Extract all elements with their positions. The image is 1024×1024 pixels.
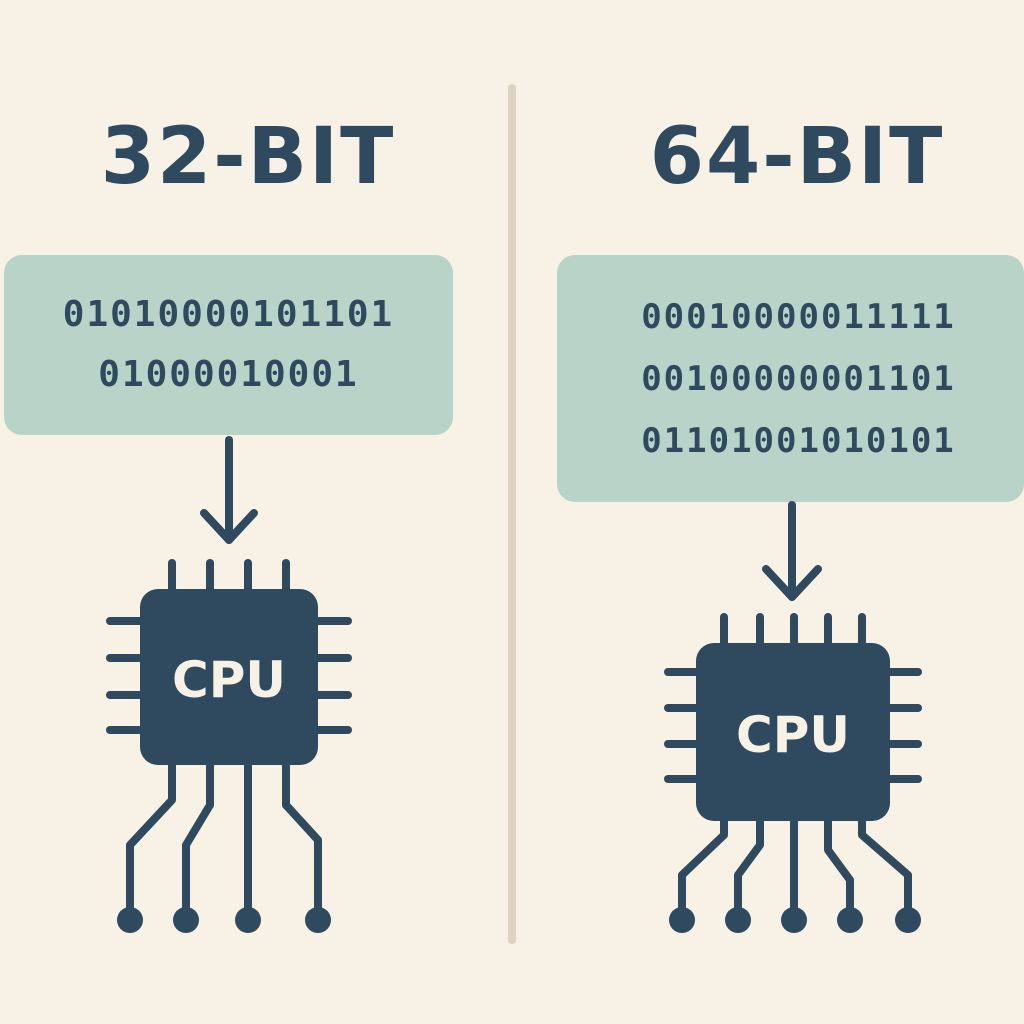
binary-line: 00010000011111 [641, 296, 956, 337]
binary-line: 00100000001101 [641, 358, 956, 399]
binary-box-32-bit: 01010000101101 01000010001 [4, 255, 453, 435]
cpu-chip-pins [664, 613, 922, 783]
cpu-chip-icon [696, 643, 890, 821]
title-64-bit: 64-BIT [649, 112, 945, 202]
trace-endpoints [117, 907, 331, 933]
title-32-bit: 32-BIT [100, 112, 396, 202]
cpu-chip-icon [140, 589, 318, 765]
trace-endpoints [669, 907, 921, 933]
binary-line: 01101001010101 [641, 420, 956, 461]
down-arrow-icon [200, 436, 258, 544]
down-arrow-icon [762, 501, 822, 601]
binary-box-64-bit: 00010000011111 00100000001101 0110100101… [557, 255, 1024, 502]
cpu-label: CPU [172, 651, 286, 709]
cpu-chip-pins [106, 559, 352, 734]
cpu-traces [678, 814, 912, 922]
panel-divider [508, 84, 516, 944]
cpu-traces [126, 758, 322, 922]
binary-line: 01010000101101 [62, 294, 395, 335]
binary-line: 01000010001 [98, 354, 359, 395]
cpu-label: CPU [736, 706, 850, 764]
